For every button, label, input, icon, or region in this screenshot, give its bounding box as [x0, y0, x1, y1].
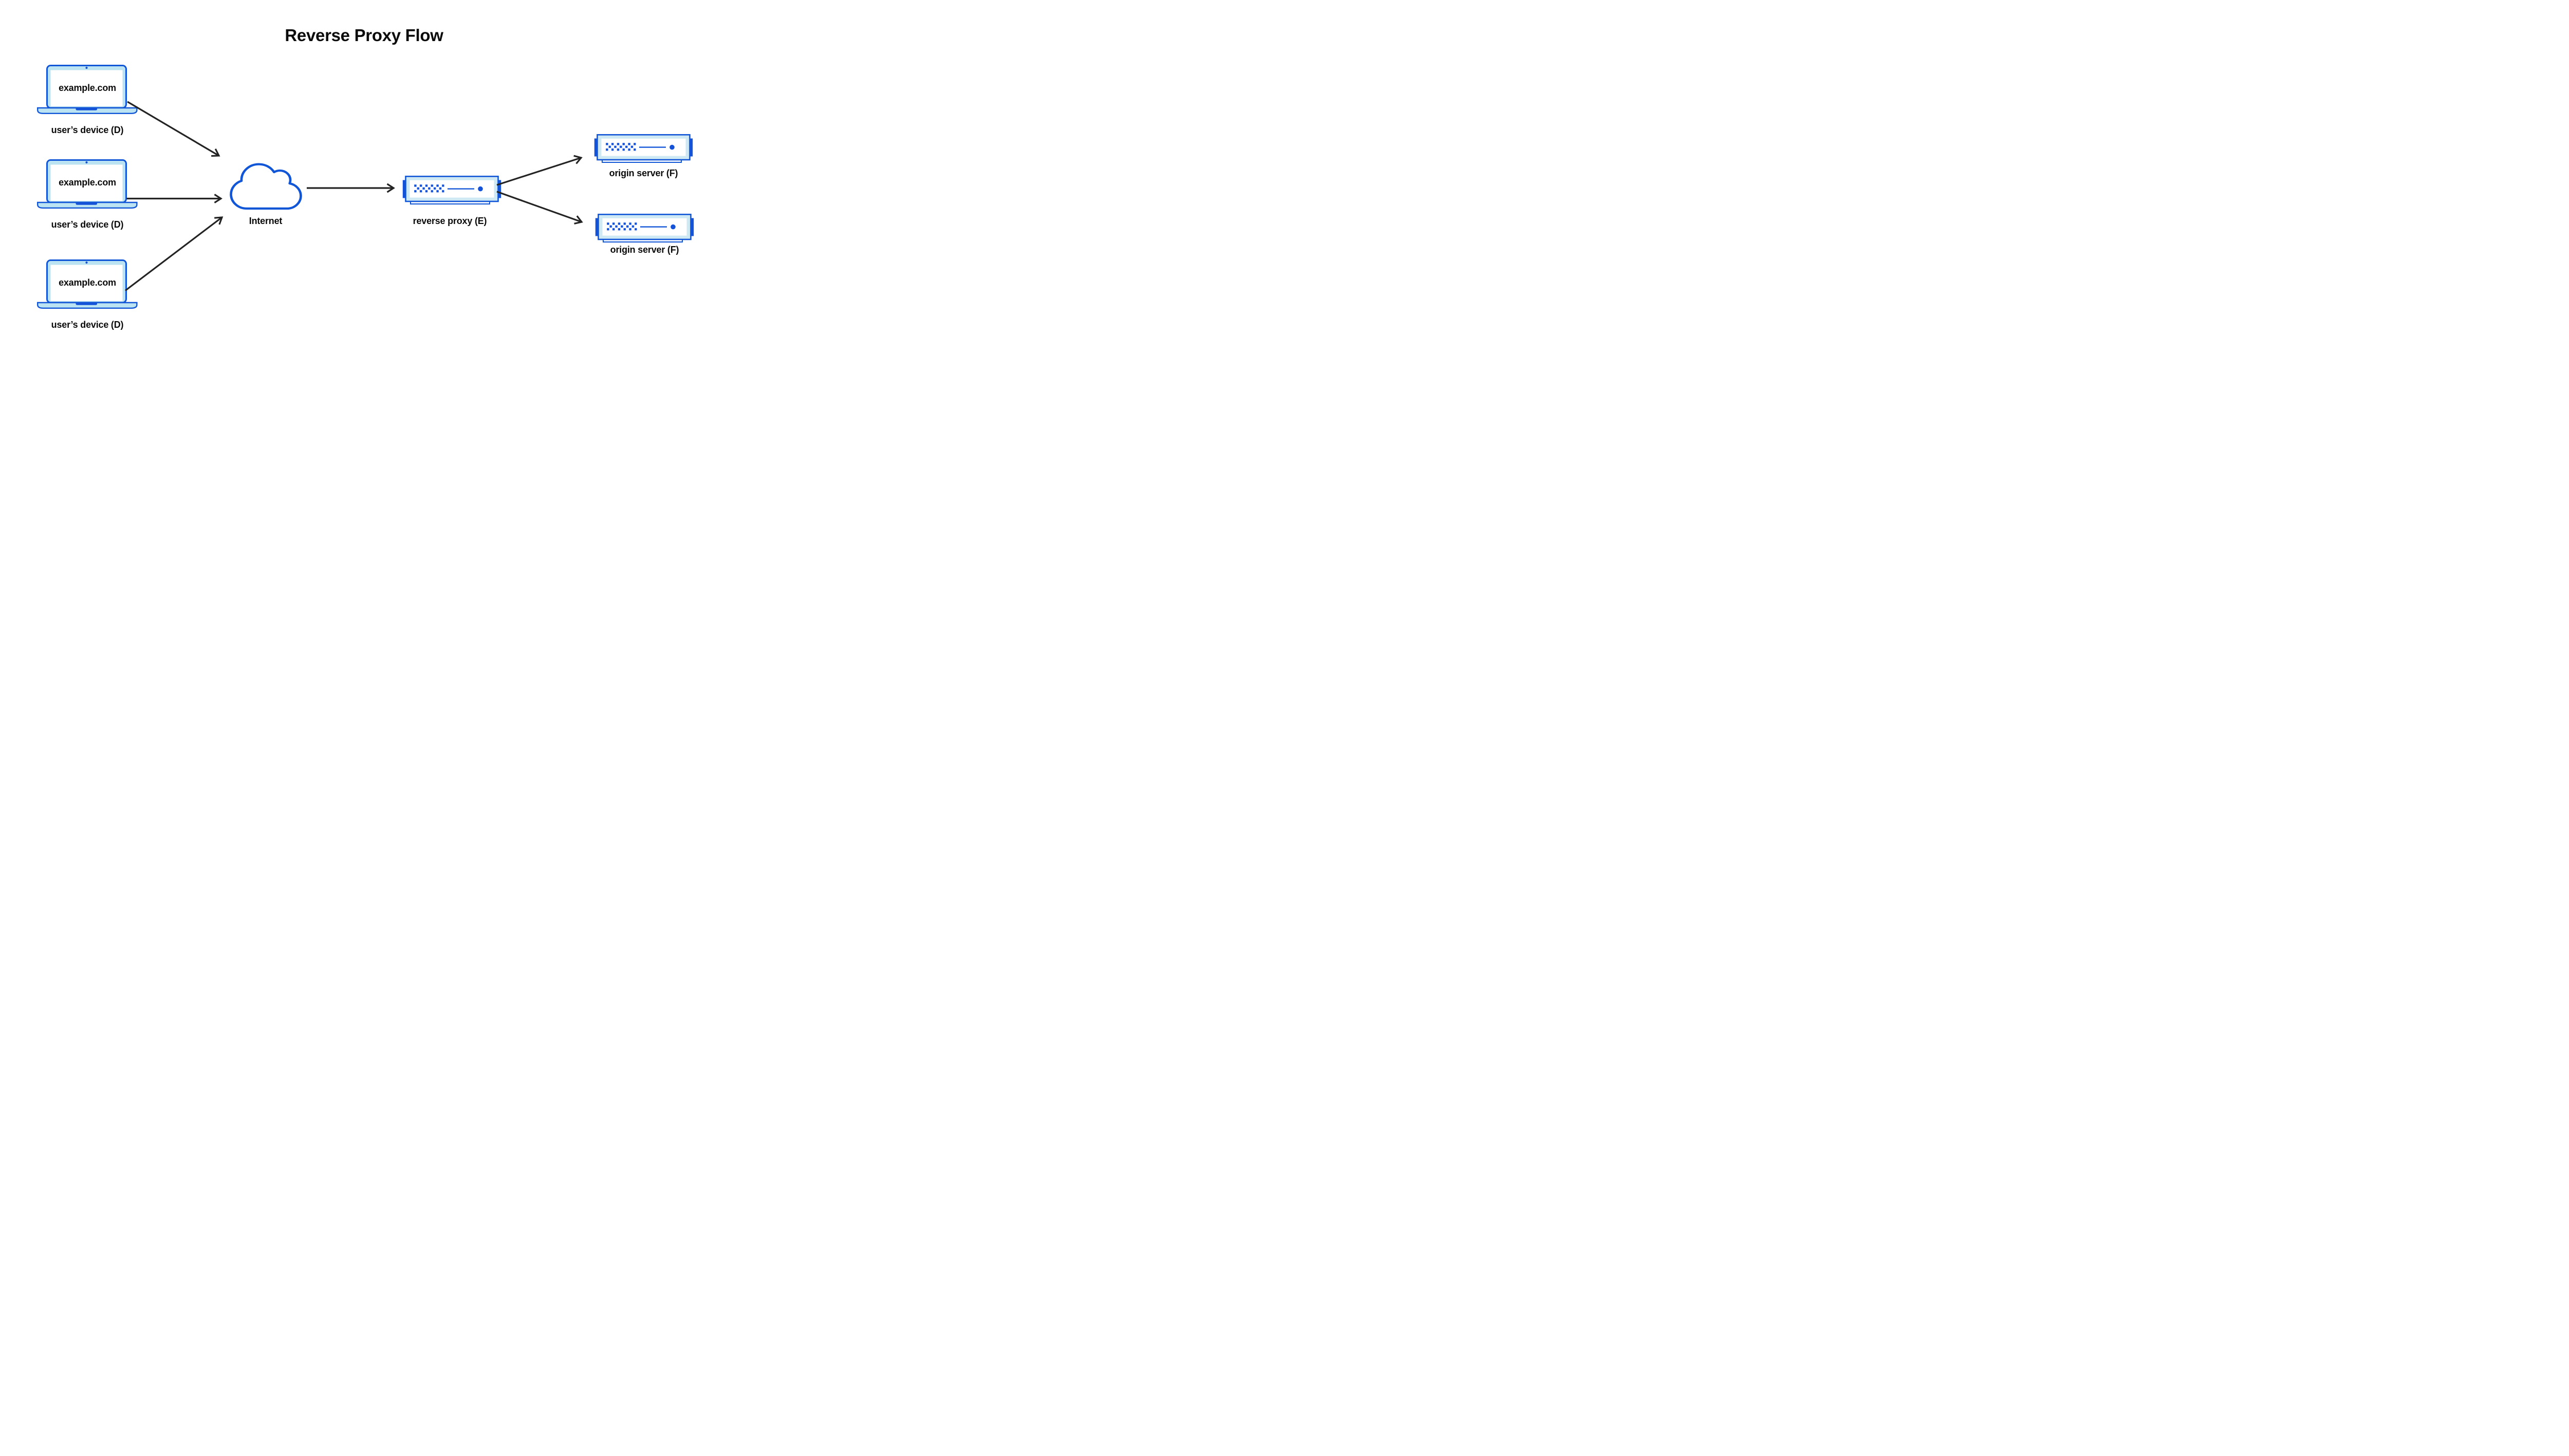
user-device-2: example.com user’s device (D) [37, 159, 138, 231]
arrow-device1-to-internet [127, 101, 220, 157]
arrow-device3-to-internet [125, 216, 224, 291]
laptop-screen-text: example.com [59, 277, 116, 288]
arrow-proxy-to-origin2 [496, 191, 583, 225]
device-label: user’s device (D) [51, 125, 124, 135]
diagram-title: Reverse Proxy Flow [285, 26, 443, 45]
laptop-screen-text: example.com [59, 83, 116, 93]
laptop-screen-text: example.com [59, 177, 116, 188]
device-label: user’s device (D) [51, 320, 124, 330]
user-device-1: example.com user’s device (D) [37, 65, 138, 137]
user-device-3: example.com user’s device (D) [37, 259, 138, 331]
diagram-canvas: Reverse Proxy Flow example.com user’s de… [0, 0, 728, 364]
flow-arrows [125, 101, 583, 291]
internet-label: Internet [249, 216, 283, 226]
origin-server-2-label: origin server (F) [610, 245, 679, 255]
device-label: user’s device (D) [51, 219, 124, 230]
origin-server-1-label: origin server (F) [609, 168, 678, 178]
reverse-proxy-label: reverse proxy (E) [413, 216, 487, 226]
arrow-proxy-to-origin1 [496, 155, 583, 186]
